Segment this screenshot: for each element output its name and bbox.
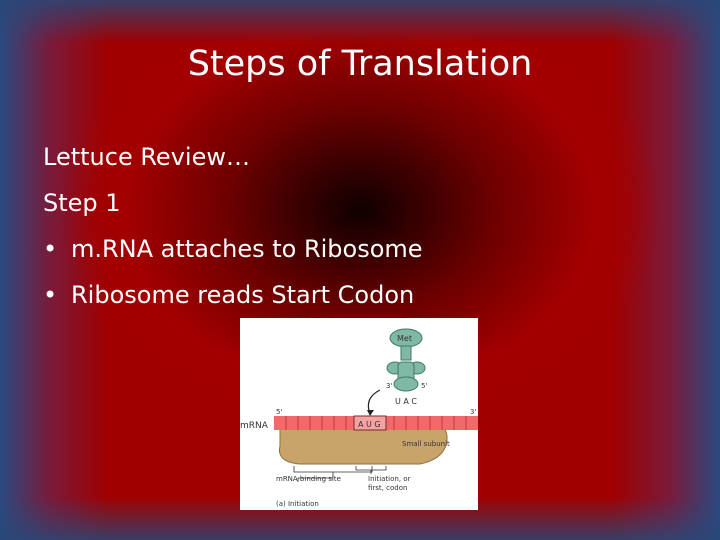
body-line-review: Lettuce Review… bbox=[43, 143, 250, 171]
body-line-step: Step 1 bbox=[43, 189, 121, 217]
small-subunit-label: Small subunit bbox=[402, 440, 450, 448]
initiation-label-1: Initiation, or bbox=[368, 475, 411, 483]
bullet-text: m.RNA attaches to Ribosome bbox=[71, 235, 423, 263]
anticodon-label: U A C bbox=[395, 397, 417, 406]
mrna-5-prime: 5' bbox=[276, 408, 282, 416]
binding-site-bracket bbox=[293, 466, 373, 482]
slide-title: Steps of Translation bbox=[187, 44, 533, 84]
mrna-3-prime: 3' bbox=[470, 408, 476, 416]
bullet-item: • Ribosome reads Start Codon bbox=[43, 272, 423, 318]
initiation-label-2: first, codon bbox=[368, 484, 407, 492]
binding-site-label: mRNA binding site bbox=[276, 475, 341, 483]
trna-shape bbox=[386, 328, 426, 392]
mrna-label: mRNA bbox=[240, 421, 269, 431]
start-codon-label: A U G bbox=[358, 420, 381, 429]
bullet-dot: • bbox=[43, 235, 58, 263]
codon-bracket bbox=[355, 466, 387, 474]
slide-body: Lettuce Review… Step 1 • m.RNA attaches … bbox=[43, 134, 423, 318]
translation-initiation-figure: A U G Met 3' 5' U A C 5' 3' mRNA Small s… bbox=[240, 318, 478, 510]
bullet-text: Ribosome reads Start Codon bbox=[71, 281, 415, 309]
figure-drawing: A U G Met 3' 5' U A C 5' 3' mRNA Small s… bbox=[240, 328, 478, 508]
bullet-item: • m.RNA attaches to Ribosome bbox=[43, 226, 423, 272]
met-label: Met bbox=[397, 334, 412, 343]
trna-3-prime: 3' bbox=[386, 382, 392, 390]
bullet-dot: • bbox=[43, 281, 58, 309]
trna-5-prime: 5' bbox=[421, 382, 427, 390]
figure-caption: (a) Initiation bbox=[276, 500, 319, 508]
